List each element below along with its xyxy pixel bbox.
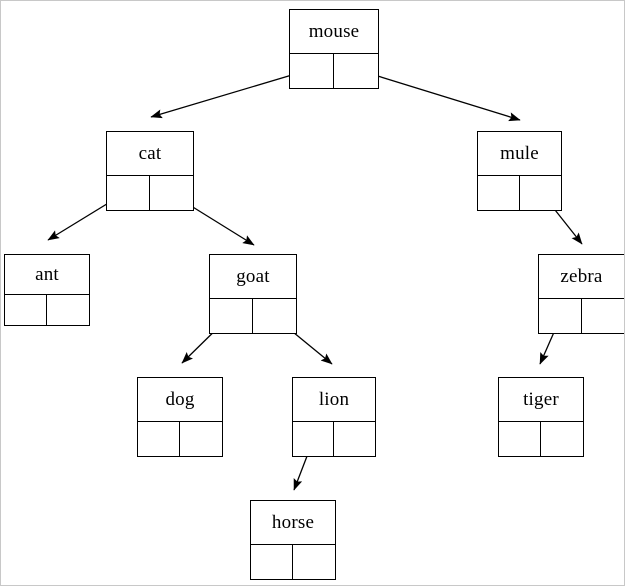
tree-node-pointers-mule [478,176,561,210]
right-pointer-cell-horse[interactable] [293,545,335,579]
tree-node-pointers-lion [293,422,375,456]
left-pointer-cell-dog[interactable] [138,422,180,456]
tree-node-pointers-ant [5,295,89,325]
right-pointer-cell-lion[interactable] [334,422,375,456]
right-pointer-cell-mouse[interactable] [334,54,378,88]
tree-node-tiger[interactable]: tiger [498,377,584,457]
right-pointer-cell-tiger[interactable] [541,422,583,456]
edge-arrow-mouse-right-mule [354,68,521,122]
edge-arrow-mouse-left-cat [150,68,313,119]
tree-node-dog[interactable]: dog [137,377,223,457]
tree-node-pointers-tiger [499,422,583,456]
tree-node-pointers-zebra [539,299,624,333]
tree-node-label-ant: ant [5,255,89,295]
tree-node-pointers-cat [107,176,193,210]
left-pointer-cell-tiger[interactable] [499,422,541,456]
tree-node-mouse[interactable]: mouse [289,9,379,89]
tree-node-label-horse: horse [251,501,335,545]
tree-node-horse[interactable]: horse [250,500,336,580]
tree-node-goat[interactable]: goat [209,254,297,334]
left-pointer-cell-horse[interactable] [251,545,293,579]
tree-node-cat[interactable]: cat [106,131,194,211]
tree-node-label-goat: goat [210,255,296,299]
left-pointer-cell-zebra[interactable] [539,299,582,333]
right-pointer-cell-dog[interactable] [180,422,222,456]
tree-node-label-mouse: mouse [290,10,378,54]
left-pointer-cell-lion[interactable] [293,422,334,456]
right-pointer-cell-mule[interactable] [520,176,562,210]
tree-node-zebra[interactable]: zebra [538,254,624,334]
right-pointer-cell-ant[interactable] [47,295,89,325]
right-pointer-cell-zebra[interactable] [582,299,625,333]
tree-node-label-tiger: tiger [499,378,583,422]
left-pointer-cell-mule[interactable] [478,176,520,210]
tree-node-pointers-horse [251,545,335,579]
tree-node-label-dog: dog [138,378,222,422]
tree-node-label-mule: mule [478,132,561,176]
tree-node-pointers-goat [210,299,296,333]
tree-node-label-cat: cat [107,132,193,176]
tree-node-pointers-mouse [290,54,378,88]
tree-node-pointers-dog [138,422,222,456]
tree-node-label-zebra: zebra [539,255,624,299]
left-pointer-cell-cat[interactable] [107,176,150,210]
tree-node-label-lion: lion [293,378,375,422]
right-pointer-cell-cat[interactable] [150,176,193,210]
tree-node-lion[interactable]: lion [292,377,376,457]
tree-node-mule[interactable]: mule [477,131,562,211]
right-pointer-cell-goat[interactable] [253,299,296,333]
left-pointer-cell-mouse[interactable] [290,54,334,88]
left-pointer-cell-ant[interactable] [5,295,47,325]
tree-node-ant[interactable]: ant [4,254,90,326]
left-pointer-cell-goat[interactable] [210,299,253,333]
